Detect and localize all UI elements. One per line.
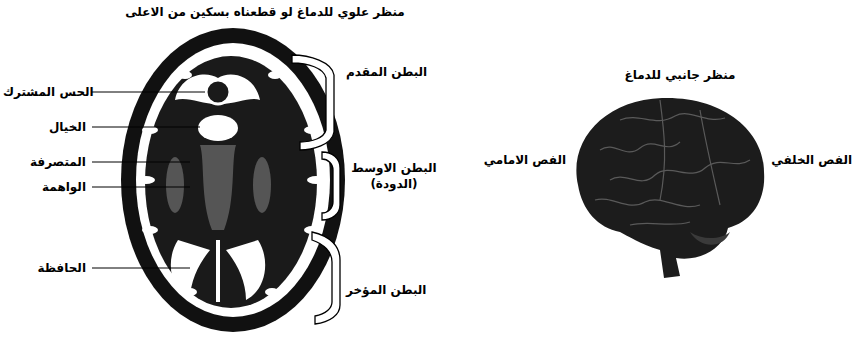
side-brain	[576, 98, 764, 278]
region-bracket	[292, 55, 340, 324]
region-label: البطن الاوسط (الدودة)	[348, 160, 440, 192]
part-label: الواهمة	[42, 179, 86, 195]
skull-cavity	[136, 43, 330, 317]
part-label: الخيال	[49, 119, 86, 135]
brain-mass	[145, 56, 317, 308]
diagram-title: منظر علوي للدماغ لو قطعناه بسكين من الاع…	[125, 4, 405, 20]
lobe-label: الفص الامامي	[484, 152, 566, 168]
part-label: الحافظة	[37, 260, 86, 276]
leader-line	[92, 92, 205, 268]
brain-gyri	[137, 71, 325, 296]
skull-outline	[121, 28, 345, 332]
region-label: البطن المقدم	[346, 64, 427, 80]
part-label: الحس المشترك	[3, 84, 94, 100]
part-label: المتصرفة	[30, 154, 86, 170]
region-label: البطن المؤخر	[346, 282, 426, 298]
lobe-label: الفص الخلفي	[771, 152, 852, 168]
view-title: منظر جانبي للدماغ	[624, 67, 735, 83]
